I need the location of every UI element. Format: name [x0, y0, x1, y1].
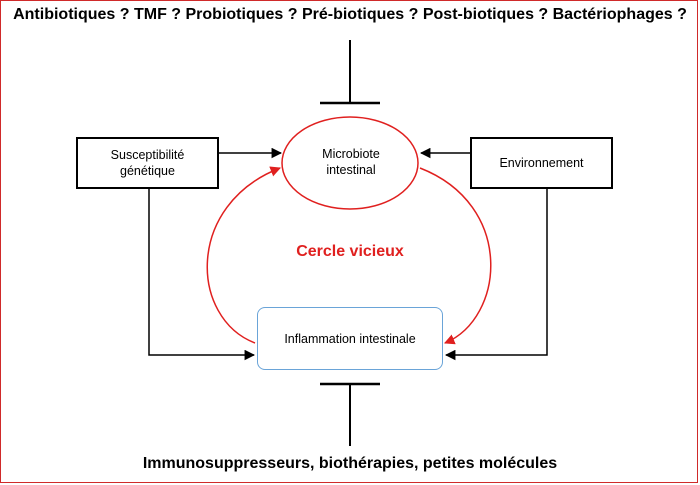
genetic-susceptibility-label: Susceptibilité génétique: [110, 148, 185, 178]
microbiote-label-text: Microbiote intestinal: [322, 147, 380, 177]
therapies-downstream-title: Immunosuppresseurs, biothérapies, petite…: [142, 455, 558, 472]
microbiote-label: Microbiote intestinal: [283, 146, 419, 178]
arrow-environment-to-inflammation: [444, 189, 548, 361]
environment-box: Environnement: [470, 137, 613, 189]
inflammation-label: Inflammation intestinale: [284, 331, 416, 346]
arc-inflammation-to-microbiote: [206, 166, 281, 344]
microbiote-ellipse: [281, 116, 419, 210]
arc-microbiote-to-inflammation: [419, 167, 492, 345]
inflammation-box: Inflammation intestinale: [257, 307, 443, 370]
vicious-circle-label: Cercle vicieux: [296, 243, 404, 260]
therapies-upstream-title: Antibiotiques ? TMF ? Probiotiques ? Pré…: [13, 6, 687, 23]
arrow-genetic-to-inflammation: [148, 189, 256, 361]
environment-label: Environnement: [499, 156, 584, 170]
genetic-susceptibility-box: Susceptibilité génétique: [76, 137, 219, 189]
